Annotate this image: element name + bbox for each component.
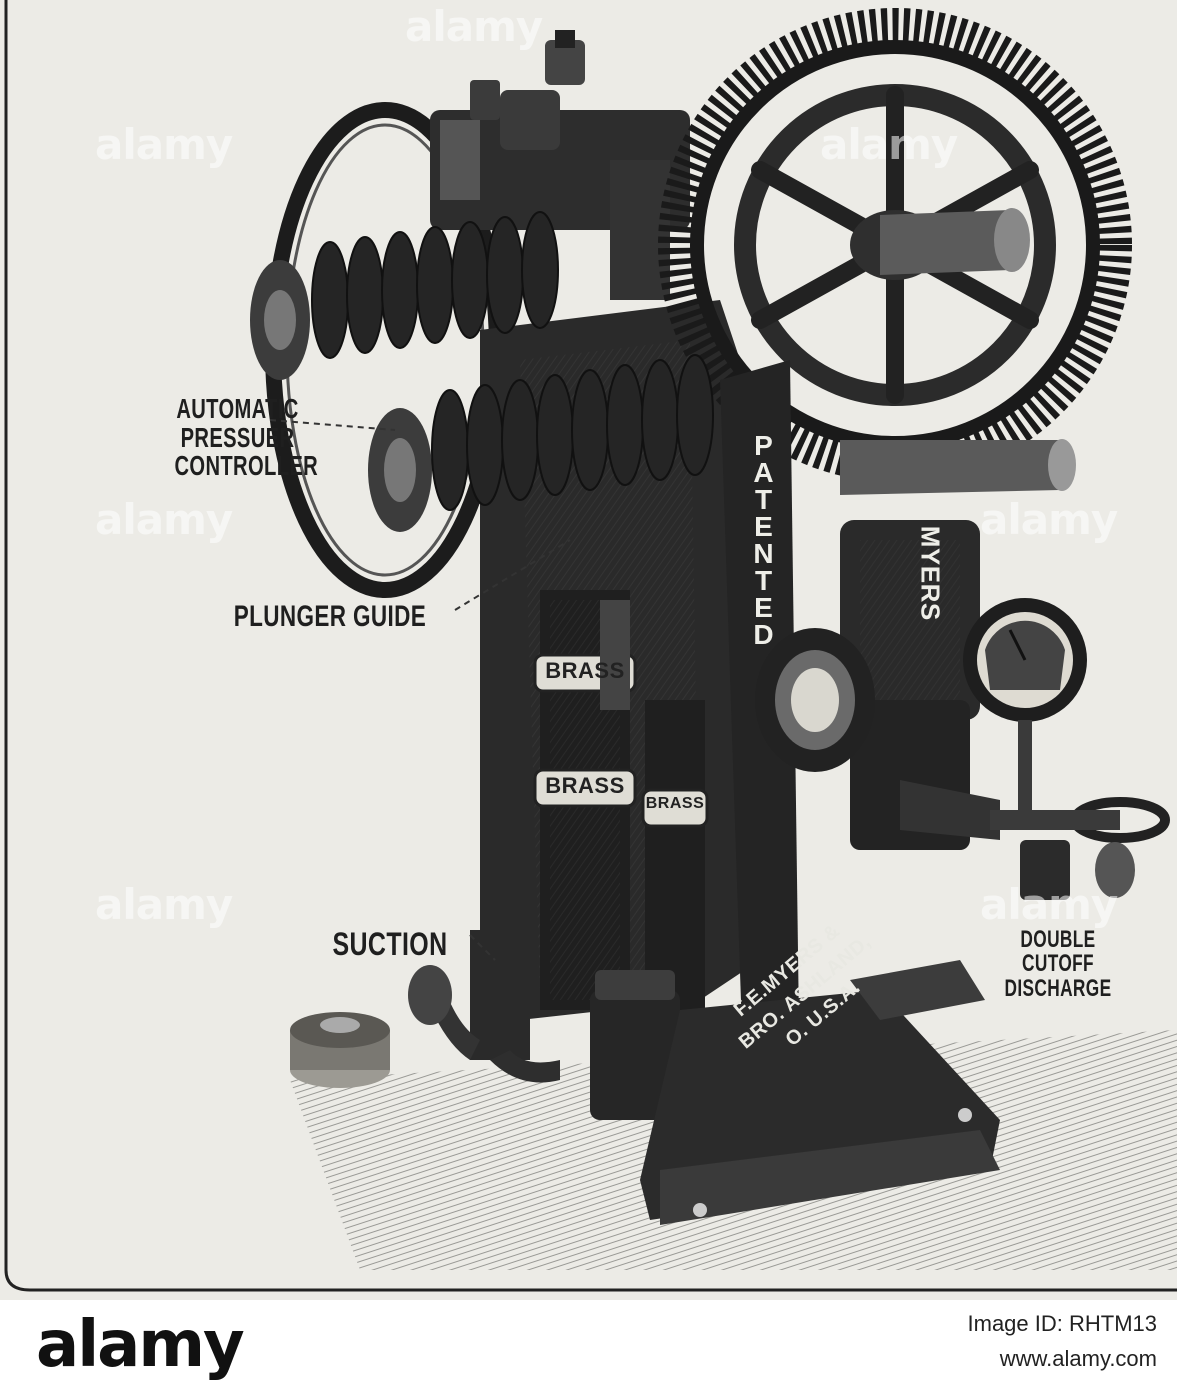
site-url[interactable]: www.alamy.com	[999, 1346, 1157, 1371]
automatic-pressure-controller-callout: AUTOMATIC PRESSUER CONTROLLER	[174, 393, 319, 482]
pump-engraving: PATENTED MYERS BRASS BRASS BRASS F.E.MYE…	[0, 0, 1177, 1300]
drive-shaft	[840, 439, 1076, 495]
watermark-text: alamy	[95, 495, 233, 544]
stock-info-bar	[0, 1300, 1177, 1390]
cylinder-label-2: BRASS	[545, 773, 625, 798]
pump-engraving-artwork	[4, 0, 1177, 1292]
watermark-text: alamy	[980, 495, 1118, 544]
side-port	[755, 628, 875, 772]
watermark-text: alamy	[95, 880, 233, 929]
plunger-guide-callout: PLUNGER GUIDE	[233, 600, 427, 633]
callout-leaders	[269, 419, 571, 961]
pressure-gauge	[963, 598, 1087, 810]
image-id: Image ID: RHTM13	[967, 1311, 1158, 1336]
suction-pipe	[408, 930, 680, 1120]
crank-assembly	[430, 30, 690, 300]
watermark-text: alamy	[405, 2, 543, 51]
patented-label: PATENTED	[748, 430, 779, 646]
alamy-logo[interactable]: alamy	[36, 1308, 245, 1382]
double-cutoff-discharge-callout: DOUBLE CUTOFF DISCHARGE	[1004, 926, 1112, 1002]
watermark-text: alamy	[820, 120, 958, 169]
loose-cap	[290, 1012, 390, 1088]
watermark-text: alamy	[95, 120, 233, 169]
discharge-valve	[900, 780, 1170, 900]
pump-base	[640, 960, 1000, 1225]
suction-callout: SUCTION	[332, 926, 448, 962]
cylinder-label-1: BRASS	[545, 658, 625, 683]
patented-column	[720, 360, 800, 1120]
nameplate-label: MYERS	[915, 525, 946, 621]
cylinder-label-3: BRASS	[645, 795, 705, 812]
lower-pressure-spring	[368, 354, 714, 532]
watermark-text: alamy	[980, 880, 1118, 929]
upper-pressure-spring	[250, 211, 559, 380]
